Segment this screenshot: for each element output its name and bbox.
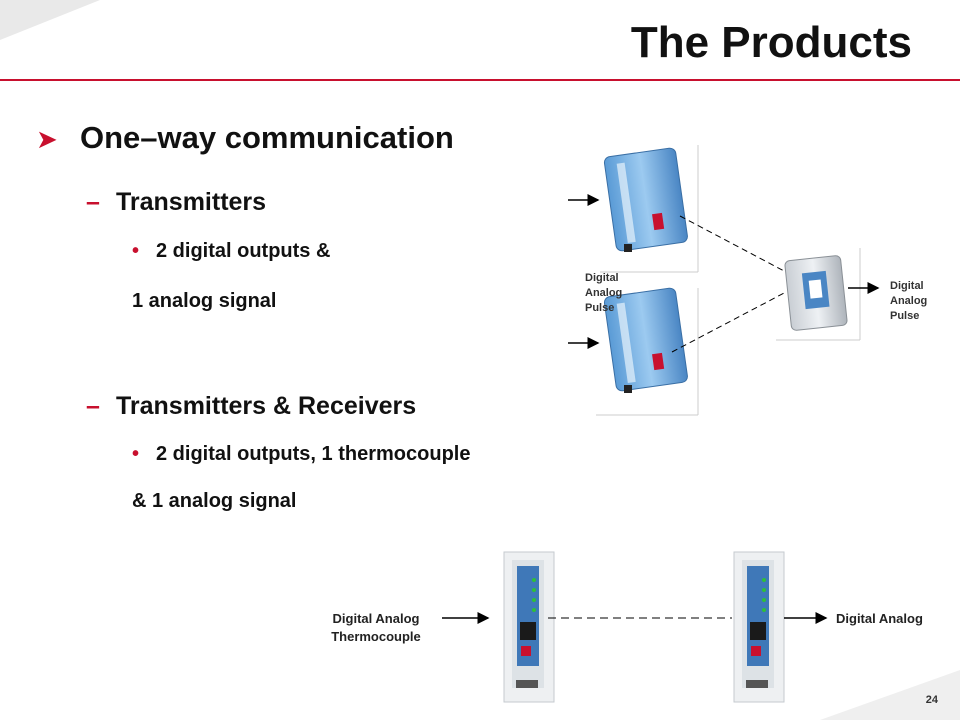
label-line: Analog — [890, 295, 928, 307]
sub-bullet-text: Transmitters & Receivers — [116, 392, 417, 420]
item-bullet: • 2 digital outputs & — [132, 240, 330, 263]
item-bullet-text: 2 digital outputs & — [156, 240, 331, 262]
corner-decoration-top — [0, 0, 100, 40]
main-bullet: ➤ One–way communication — [36, 120, 454, 156]
wireless-link-line — [671, 291, 787, 353]
label-line: Digital Analog — [332, 611, 420, 626]
wireless-link-line — [679, 215, 787, 273]
item-bullet: • 2 digital outputs, 1 thermocouple — [132, 443, 470, 466]
transmitter-device-icon — [596, 287, 699, 416]
item-continuation: & 1 analog signal — [132, 490, 297, 512]
top-output-label: Digital Analog Pulse — [890, 279, 927, 324]
slide-title: The Products — [630, 18, 912, 67]
dot-bullet-icon: • — [132, 240, 140, 262]
label-line: Thermocouple — [331, 629, 421, 644]
page-number: 24 — [925, 694, 938, 706]
dash-bullet-icon: – — [86, 188, 100, 216]
label-line: Digital — [585, 272, 619, 284]
bottom-input-label: Digital Analog Thermocouple — [314, 610, 438, 646]
sub-bullet-text: Transmitters — [116, 188, 267, 216]
receiver-device-icon — [776, 248, 861, 341]
label-line: Pulse — [890, 310, 920, 322]
transceiver-device-icon — [503, 551, 555, 703]
main-bullet-text: One–way communication — [80, 120, 454, 155]
transmitter-device-icon — [600, 145, 699, 273]
label-line: Digital — [890, 280, 924, 292]
bottom-output-label: Digital Analog — [836, 611, 923, 626]
item-bullet-text: 2 digital outputs, 1 thermocouple — [156, 443, 471, 465]
transceiver-device-icon — [733, 551, 785, 703]
corner-decoration-bottom — [820, 670, 960, 720]
dash-bullet-icon: – — [86, 392, 100, 420]
dot-bullet-icon: • — [132, 443, 140, 465]
title-divider — [0, 79, 960, 81]
sub-bullet-transceivers: –Transmitters & Receivers — [86, 392, 416, 421]
label-line: Analog — [585, 287, 623, 299]
sub-bullet-transmitters: –Transmitters — [86, 188, 266, 217]
arrowhead-bullet-icon: ➤ — [36, 124, 58, 154]
label-line: Pulse — [585, 302, 615, 314]
top-input-label: Digital Analog Pulse — [585, 271, 622, 316]
item-continuation: 1 analog signal — [132, 290, 277, 312]
